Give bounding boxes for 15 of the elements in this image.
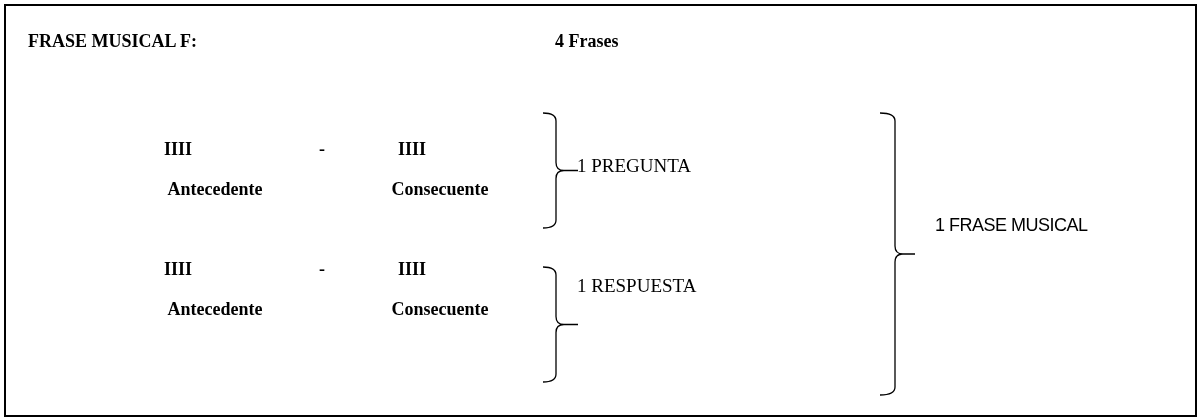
label: 1 FRASE MUSICAL — [935, 216, 1088, 236]
label: - — [319, 140, 325, 160]
label: 1 RESPUESTA — [577, 275, 697, 297]
label: IIII — [398, 260, 426, 280]
label: Consecuente — [391, 180, 489, 200]
label: IIII — [164, 260, 192, 280]
label: Antecedente — [167, 180, 263, 200]
label: Consecuente — [391, 300, 489, 320]
label: 4 Frases — [555, 32, 619, 52]
label: IIII — [164, 140, 192, 160]
label: IIII — [398, 140, 426, 160]
label: - — [319, 260, 325, 280]
label: Antecedente — [167, 300, 263, 320]
title: FRASE MUSICAL F: — [28, 32, 197, 52]
label: 1 PREGUNTA — [577, 155, 692, 177]
